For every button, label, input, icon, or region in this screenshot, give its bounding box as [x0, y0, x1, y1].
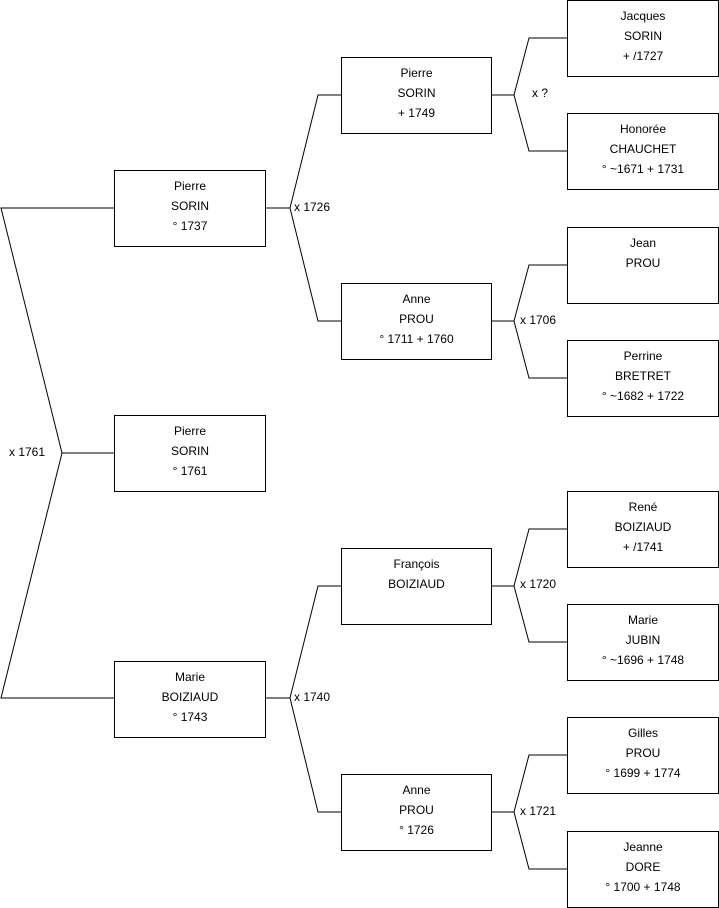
person-dates: ° ~1671 + 1731	[601, 162, 685, 176]
person-first-name: Jacques	[620, 9, 666, 23]
person-first-name: Pierre	[400, 66, 433, 80]
person-dates: ° ~1682 + 1722	[601, 389, 685, 403]
person-box-paternal-grandmother[interactable]: Anne PROU ° 1711 + 1760	[341, 283, 492, 360]
person-dates: + /1741	[622, 540, 664, 554]
person-box-mfm[interactable]: Marie JUBIN ° ~1696 + 1748	[567, 604, 719, 681]
person-last-name: BRETRET	[614, 369, 671, 383]
marriage-label-parents: x 1761	[9, 445, 46, 459]
person-last-name: SORIN	[170, 444, 209, 458]
person-dates: + 1749	[397, 106, 436, 120]
person-dates: ° 1726	[399, 823, 434, 837]
person-dates: ° 1743	[172, 710, 208, 724]
marriage-label-ff-parents: x ?	[532, 86, 549, 100]
person-first-name: Anne	[402, 292, 431, 306]
marriage-label-mf-parents: x 1720	[520, 577, 557, 591]
person-box-fmf[interactable]: Jean PROU	[567, 227, 719, 304]
person-last-name: SORIN	[397, 86, 436, 100]
person-dates: + /1727	[622, 49, 664, 63]
person-dates: ° ~1696 + 1748	[601, 653, 685, 667]
person-box-fff[interactable]: Jacques SORIN + /1727	[567, 0, 719, 77]
person-last-name: SORIN	[170, 199, 209, 213]
person-box-root[interactable]: Pierre SORIN ° 1761	[114, 415, 266, 492]
person-last-name: PROU	[625, 746, 661, 760]
person-last-name: JUBIN	[625, 633, 661, 647]
person-dates: ° 1699 + 1774	[605, 766, 681, 780]
person-box-mff[interactable]: René BOIZIAUD + /1741	[567, 491, 719, 568]
person-box-mmm[interactable]: Jeanne DORE ° 1700 + 1748	[567, 831, 719, 908]
person-box-fmm[interactable]: Perrine BRETRET ° ~1682 + 1722	[567, 340, 719, 417]
person-box-maternal-grandmother[interactable]: Anne PROU ° 1726	[341, 774, 492, 851]
person-box-father[interactable]: Pierre SORIN ° 1737	[114, 170, 266, 247]
person-last-name: BOIZIAUD	[388, 577, 445, 591]
person-first-name: Marie	[627, 613, 658, 627]
person-last-name: PROU	[399, 803, 434, 817]
person-dates: ° 1700 + 1748	[605, 880, 681, 894]
person-box-paternal-grandfather[interactable]: Pierre SORIN + 1749	[341, 57, 492, 134]
marriage-label-mm-parents: x 1721	[520, 804, 557, 818]
person-box-mmf[interactable]: Gilles PROU ° 1699 + 1774	[567, 717, 719, 794]
person-dates: ° 1761	[172, 464, 208, 478]
person-first-name: Honorée	[619, 122, 667, 136]
marriage-label-mother-parents: x 1740	[294, 690, 331, 704]
person-first-name: Pierre	[173, 424, 206, 438]
person-last-name: BOIZIAUD	[614, 520, 672, 534]
person-first-name: Anne	[402, 783, 431, 797]
person-last-name: SORIN	[623, 29, 662, 43]
person-dates: ° 1711 + 1760	[379, 332, 454, 346]
person-last-name: PROU	[625, 256, 661, 270]
person-last-name: DORE	[625, 860, 661, 874]
marriage-label-father-parents: x 1726	[294, 200, 331, 214]
person-first-name: Jeanne	[623, 840, 663, 854]
person-first-name: Perrine	[623, 349, 663, 363]
person-first-name: Pierre	[173, 179, 206, 193]
person-first-name: Jean	[629, 236, 657, 250]
person-last-name: BOIZIAUD	[161, 690, 219, 704]
person-box-mother[interactable]: Marie BOIZIAUD ° 1743	[114, 661, 266, 738]
person-last-name: CHAUCHET	[609, 142, 677, 156]
person-box-ffm[interactable]: Honorée CHAUCHET ° ~1671 + 1731	[567, 113, 719, 190]
person-last-name: PROU	[399, 312, 434, 326]
person-dates: ° 1737	[172, 219, 208, 233]
marriage-label-fm-parents: x 1706	[520, 313, 557, 327]
person-first-name: Gilles	[627, 726, 658, 740]
person-first-name: Marie	[174, 670, 205, 684]
person-first-name: François	[393, 557, 440, 571]
person-box-maternal-grandfather[interactable]: François BOIZIAUD	[341, 548, 492, 625]
person-first-name: René	[628, 500, 658, 514]
